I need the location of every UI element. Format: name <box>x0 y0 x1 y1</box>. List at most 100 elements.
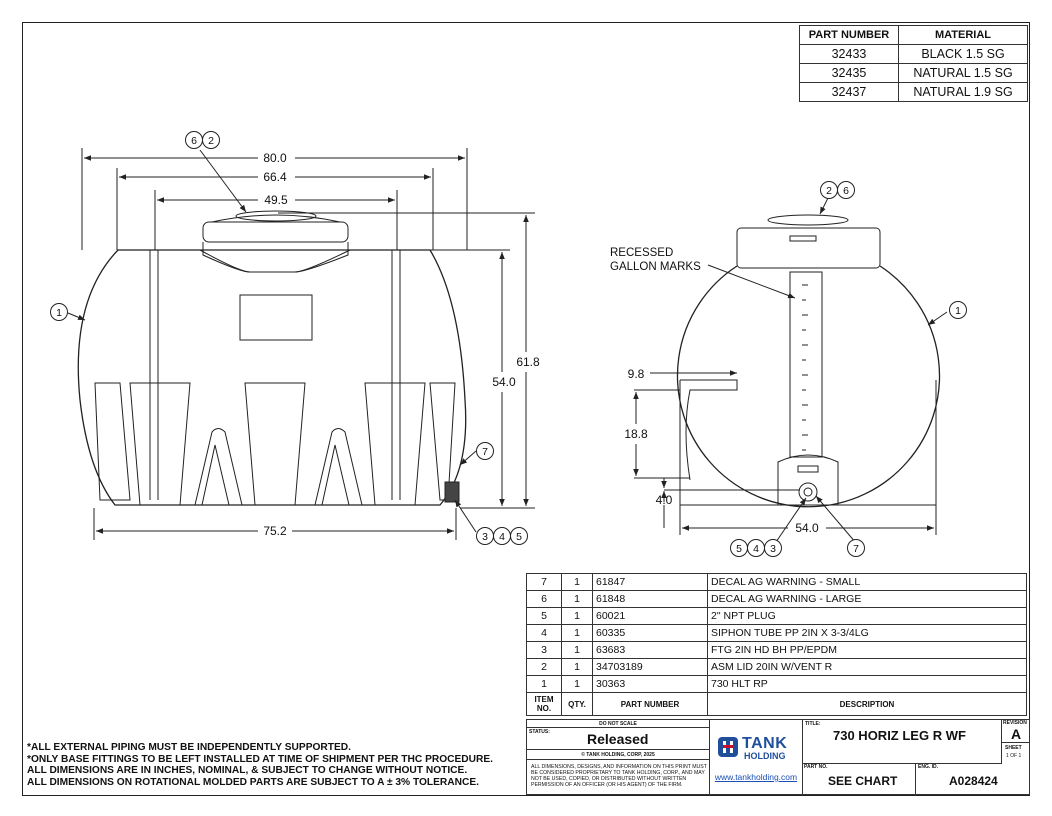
bom-part: 60021 <box>592 607 708 625</box>
note-line: *ONLY BASE FITTINGS TO BE LEFT INSTALLED… <box>27 753 494 765</box>
balloon: 4 <box>747 539 765 557</box>
logo-text-tank: TANK <box>742 735 788 752</box>
recessed-label: RECESSED <box>610 247 673 259</box>
balloon: 1 <box>949 301 967 319</box>
svg-text:2: 2 <box>826 185 832 197</box>
sheet-label: SHEET <box>1005 745 1022 751</box>
logo: TANK HOLDING <box>710 720 802 772</box>
table-row: 32433 BLACK 1.5 SG <box>799 44 1028 64</box>
title-label: TITLE: <box>805 721 821 727</box>
revision-label: REVISION <box>1003 720 1027 726</box>
eng-id-value: A028424 <box>949 774 998 788</box>
sheet-value: 1 OF 1 <box>1006 753 1022 759</box>
material-table: PART NUMBER MATERIAL 32433 BLACK 1.5 SG … <box>799 25 1028 102</box>
material-cell: NATURAL 1.5 SG <box>898 63 1028 83</box>
balloon: 7 <box>476 442 494 460</box>
gallon-marks <box>802 284 808 451</box>
bom-part: 34703189 <box>592 658 708 676</box>
table-row: 32435 NATURAL 1.5 SG <box>799 63 1028 83</box>
bom-item: 7 <box>526 573 562 591</box>
bom-qty: 1 <box>561 641 593 659</box>
svg-text:6: 6 <box>843 185 849 197</box>
bom-item: 2 <box>526 658 562 676</box>
bom-desc: DECAL AG WARNING - LARGE <box>707 590 1027 608</box>
eng-id-label: ENG. ID. <box>918 764 939 770</box>
balloon: 4 <box>493 527 511 545</box>
svg-text:3: 3 <box>770 543 776 555</box>
bom-header-part: PART NUMBER <box>592 692 708 716</box>
balloon: 1 <box>50 303 68 321</box>
svg-text:7: 7 <box>853 543 859 555</box>
bom-desc: FTG 2IN HD BH PP/EPDM <box>707 641 1027 659</box>
status-value: Released <box>587 731 649 747</box>
status-cell: STATUS: Released <box>527 728 709 750</box>
side-view <box>633 197 948 544</box>
bom-part: 61848 <box>592 590 708 608</box>
dim-49: 49.5 <box>264 193 288 207</box>
balloon: 3 <box>476 527 494 545</box>
bom-desc: 730 HLT RP <box>707 675 1027 693</box>
bom-part: 61847 <box>592 573 708 591</box>
bom-item: 3 <box>526 641 562 659</box>
material-part-cell: 32437 <box>799 82 899 102</box>
website-link[interactable]: www.tankholding.com <box>714 772 798 782</box>
balloon: 6 <box>185 131 203 149</box>
note-line: *ALL EXTERNAL PIPING MUST BE INDEPENDENT… <box>27 742 351 753</box>
balloon: 2 <box>202 131 220 149</box>
bom-desc: ASM LID 20IN W/VENT R <box>707 658 1027 676</box>
balloon: 6 <box>837 181 855 199</box>
bom-part: 30363 <box>592 675 708 693</box>
bom-qty: 1 <box>561 624 593 642</box>
note-line: ALL DIMENSIONS ON ROTATIONAL MOLDED PART… <box>27 776 479 788</box>
logo-icon <box>718 737 738 757</box>
dim-61: 61.8 <box>516 355 540 369</box>
dim-66: 66.4 <box>263 170 287 184</box>
balloon: 3 <box>764 539 782 557</box>
bom-qty: 1 <box>561 573 593 591</box>
balloon: 5 <box>510 527 528 545</box>
drawing-border <box>22 22 1030 796</box>
bom-item: 6 <box>526 590 562 608</box>
bom-part: 63683 <box>592 641 708 659</box>
title-block: DO NOT SCALE STATUS: Released © TANK HOL… <box>526 719 1030 796</box>
material-cell: NATURAL 1.9 SG <box>898 82 1028 102</box>
balloon: 7 <box>847 539 865 557</box>
dim-75: 75.2 <box>263 524 287 538</box>
revision-cell: REVISION A <box>1001 720 1029 743</box>
drawing-title: 730 HORIZ LEG R WF <box>833 728 966 743</box>
svg-text:5: 5 <box>516 531 522 543</box>
part-no-cell: PART NO. SEE CHART <box>803 764 916 796</box>
bom-item: 4 <box>526 624 562 642</box>
bom-desc: DECAL AG WARNING - SMALL <box>707 573 1027 591</box>
part-no-label: PART NO. <box>804 764 828 770</box>
svg-text:4: 4 <box>499 531 505 543</box>
revision-value: A <box>1011 726 1022 742</box>
dim-18-8: 18.8 <box>624 427 648 441</box>
title-cell: TITLE: 730 HORIZ LEG R WF <box>803 720 1001 764</box>
drawing-notes: *ALL EXTERNAL PIPING MUST BE INDEPENDENT… <box>27 742 493 788</box>
bom-qty: 1 <box>561 607 593 625</box>
front-view <box>67 148 535 540</box>
status-label: STATUS: <box>529 729 550 735</box>
material-header-material: MATERIAL <box>898 25 1028 45</box>
bom-item: 1 <box>526 675 562 693</box>
svg-text:5: 5 <box>736 543 742 555</box>
disclaimer: ALL DIMENSIONS, DESIGNS, AND INFORMATION… <box>531 764 707 788</box>
logo-text-holding: HOLDING <box>744 751 786 761</box>
gallon-marks-label: GALLON MARKS <box>610 261 701 273</box>
svg-text:6: 6 <box>191 135 197 147</box>
dim-4: 4.0 <box>656 493 673 507</box>
svg-text:1: 1 <box>955 305 961 317</box>
bom-qty: 1 <box>561 590 593 608</box>
bom-part: 60335 <box>592 624 708 642</box>
dim-54-side: 54.0 <box>795 521 819 535</box>
eng-id-cell: ENG. ID. A028424 <box>917 764 1029 796</box>
sheet-cell: SHEET 1 OF 1 <box>1001 743 1029 764</box>
